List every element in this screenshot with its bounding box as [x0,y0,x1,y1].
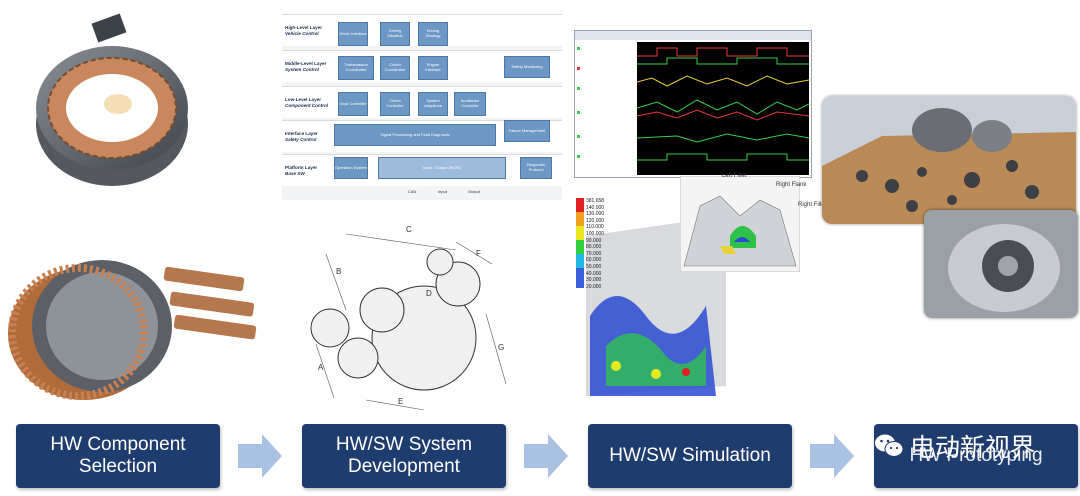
dim-label-a: A [318,363,324,372]
watermark-text: 电动新视界 [910,433,1036,462]
legend-value: 120.000 [586,217,605,224]
layer-name: High-Level Layer [285,25,323,30]
step-hw-sw-system-development: HW/SW System Development [302,424,506,488]
signal-row [577,155,635,159]
signal-row [577,87,635,91]
dim-label-g: G [498,343,504,352]
legend-value: 140.000 [586,204,605,211]
signal-traces [636,47,810,161]
bus-label-input: Input [438,189,447,194]
legend-value: 381.658 [586,198,605,204]
arrow-right-icon [524,434,568,478]
legend-value: 50.000 [586,263,602,270]
bus-label-output: Output [468,189,481,194]
arrow-right-icon [810,434,854,478]
block-signal-processing: Signal Processing and Fault Diagnostic [334,124,496,146]
layer-sub: Safety Control [285,136,317,142]
bus-label-can: CAN [408,189,417,194]
dim-label-c: C [406,225,412,234]
block-driver-interface: Driver Interface [338,22,368,46]
flank-label-left-fillet: Left Fillet [722,173,747,179]
block-input-output: Input / Output (BIOS) [378,157,506,179]
block-failure-management: Failure Management [504,120,550,142]
wechat-icon [875,434,904,457]
flank-label-right-flank: Right Flank [776,182,807,188]
dim-label-b: B [336,267,341,276]
block-operation-system: Operation System [334,157,368,179]
stator-ring-image [36,13,188,186]
simulation-title-bar [575,31,811,40]
step-label: HW/SW System Development [335,434,473,477]
block-driving-situation: Driving Situation [380,22,410,46]
signal-plot [636,42,810,175]
stress-legend: 381.658 140.000 130.000 120.000 110.000 … [586,198,628,290]
layer-name: Middle-Level Layer [285,61,327,66]
wechat-watermark: 电动新视界 [874,428,1035,464]
block-driving-strategy: Driving Strategy [418,22,448,46]
legend-value: 40.000 [586,270,602,277]
hairpin-stator-image [8,260,257,400]
legend-value: 30.000 [586,277,602,284]
dim-label-f: F [476,249,481,258]
legend-value: 90.000 [586,237,602,244]
signal-row [577,47,635,51]
signal-row [577,135,635,139]
flank-label-right-fillet: Right Fillet [798,202,827,208]
legend-value: 100.000 [586,230,605,237]
block-safety-monitoring: Safety Monitoring [504,56,550,78]
legend-value: 130.000 [586,211,605,218]
block-transmission-coordinator: Transmission Coordinator [338,56,374,80]
layer-sub: Component Control [285,102,329,108]
gear-layout-diagram: C B A D E F G [310,225,507,411]
signal-row [577,111,635,115]
legend-value: 80.000 [586,244,602,251]
block-clutch-controller: Clutch Controller [380,92,410,116]
layer-sub: System Control [285,66,319,72]
parts-on-table-image [822,96,1076,224]
gear-tooth-mesh [680,176,800,272]
step-label: HW Prototyping [909,445,1043,466]
block-system-adaptions: System Adaptions [418,92,448,116]
legend-value: 60.000 [586,257,602,264]
step-label: HW Component Selection [50,434,186,477]
arrow-right-icon [238,434,282,478]
step-hw-component-selection: HW Component Selection [16,424,220,488]
step-hw-sw-simulation: HW/SW Simulation [588,424,792,488]
block-gear-controller: Gear Controller [338,92,368,116]
step-label: HW/SW Simulation [609,445,771,466]
block-diagnostic-protocol: Diagnostic Protocol [520,157,552,179]
legend-value: 20.000 [586,283,602,290]
layer-name: Low-Level Layer [285,97,321,102]
block-clutch-coordinator: Clutch Coordinator [380,56,410,80]
legend-value: 70.000 [586,250,602,257]
block-engine-interface: Engine Interface [418,56,448,80]
simulation-window [574,30,812,178]
layer-sub: Vehicle Control [285,30,319,36]
transmission-housing-image [924,210,1078,318]
layer-name: Interface Layer [285,131,318,136]
layer-name: Platform Layer [285,165,318,170]
block-auxiliaries-controller: Auxiliaries Controller [454,92,486,116]
layer-sub: Base SW [285,170,305,176]
legend-value: 110.000 [586,224,604,231]
dim-label-d: D [426,289,432,298]
dim-label-e: E [398,397,403,406]
prototype-parts-photo [822,96,1076,224]
transmission-prototype-photo [924,210,1078,318]
step-hw-prototyping: HW Prototyping [874,424,1078,488]
signal-row [577,67,635,71]
